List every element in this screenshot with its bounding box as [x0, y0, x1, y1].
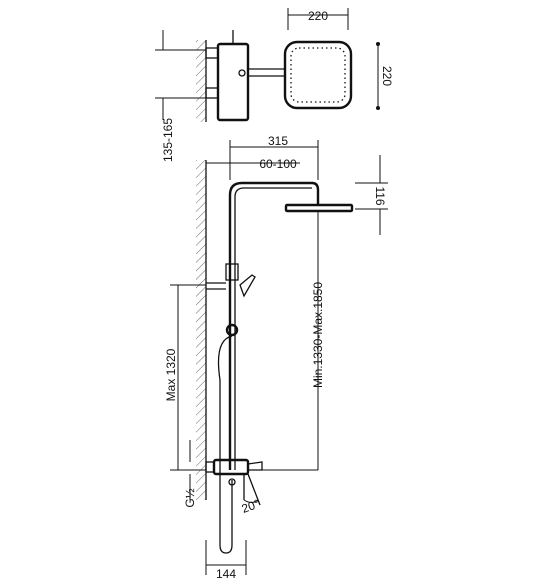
top-wall-hatch [196, 40, 206, 122]
head-height-label: 116 [373, 186, 387, 205]
shower-hose [217, 335, 233, 554]
arm-adjust-label: 60-100 [259, 157, 297, 171]
side-shower-head [284, 203, 354, 213]
arm-length-label: 315 [268, 134, 288, 148]
top-connector-lower [205, 87, 219, 99]
side-wall-hatch [196, 160, 206, 500]
max-height-label: Max 1320 [164, 348, 178, 401]
top-valve-body [216, 42, 250, 122]
thread-label: G½ [183, 488, 197, 507]
top-height-label: 220 [380, 66, 394, 86]
hand-shower [239, 274, 256, 298]
wall-gap-label: 135-165 [161, 118, 175, 162]
top-width-label: 220 [308, 9, 328, 23]
shower-column [228, 181, 320, 470]
side-view: 315 60-100 116 Min.1330-Max.1850 Max 132… [164, 134, 388, 581]
hand-shower-slider [225, 323, 239, 337]
top-connector-upper [205, 47, 219, 59]
top-shower-head [283, 40, 353, 110]
angle-label: 20° [240, 496, 262, 515]
top-view: 220 220 135-165 [155, 8, 394, 162]
bottom-width-label: 144 [216, 567, 236, 581]
column-range-label: Min.1330-Max.1850 [311, 282, 325, 388]
